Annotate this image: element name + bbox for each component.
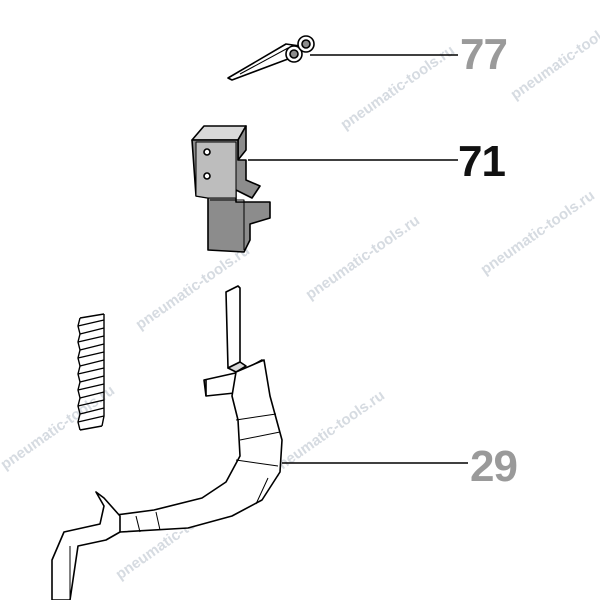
part-number-77: 77 xyxy=(460,30,508,79)
watermark-text: pneumatic-tools.ru xyxy=(508,12,600,103)
coil-spring xyxy=(77,313,105,431)
part-71-bracket xyxy=(191,125,271,253)
watermark-layer: pneumatic-tools.ru pneumatic-tools.ru pn… xyxy=(0,12,600,583)
watermark-text: pneumatic-tools.ru xyxy=(0,382,118,473)
part-number-71: 71 xyxy=(458,137,506,186)
watermark-text: pneumatic-tools.ru xyxy=(303,212,423,303)
watermark-text: pneumatic-tools.ru xyxy=(268,387,388,478)
part-number-29: 29 xyxy=(470,442,518,491)
part-77-spring-clip xyxy=(227,35,315,81)
watermark-text: pneumatic-tools.ru xyxy=(478,187,598,278)
part-29-trigger-lever xyxy=(51,285,283,601)
